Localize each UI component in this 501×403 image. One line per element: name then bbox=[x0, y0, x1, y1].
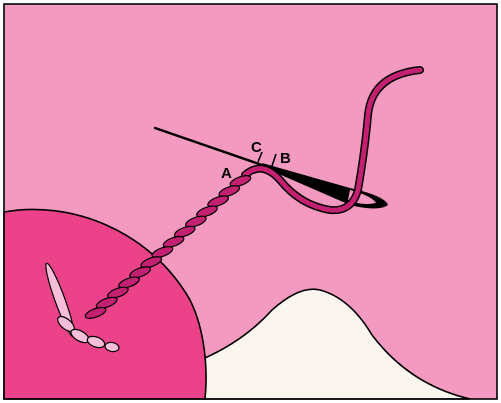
label-a: A bbox=[221, 165, 232, 182]
label-c: C bbox=[251, 139, 262, 156]
label-b: B bbox=[280, 150, 291, 167]
